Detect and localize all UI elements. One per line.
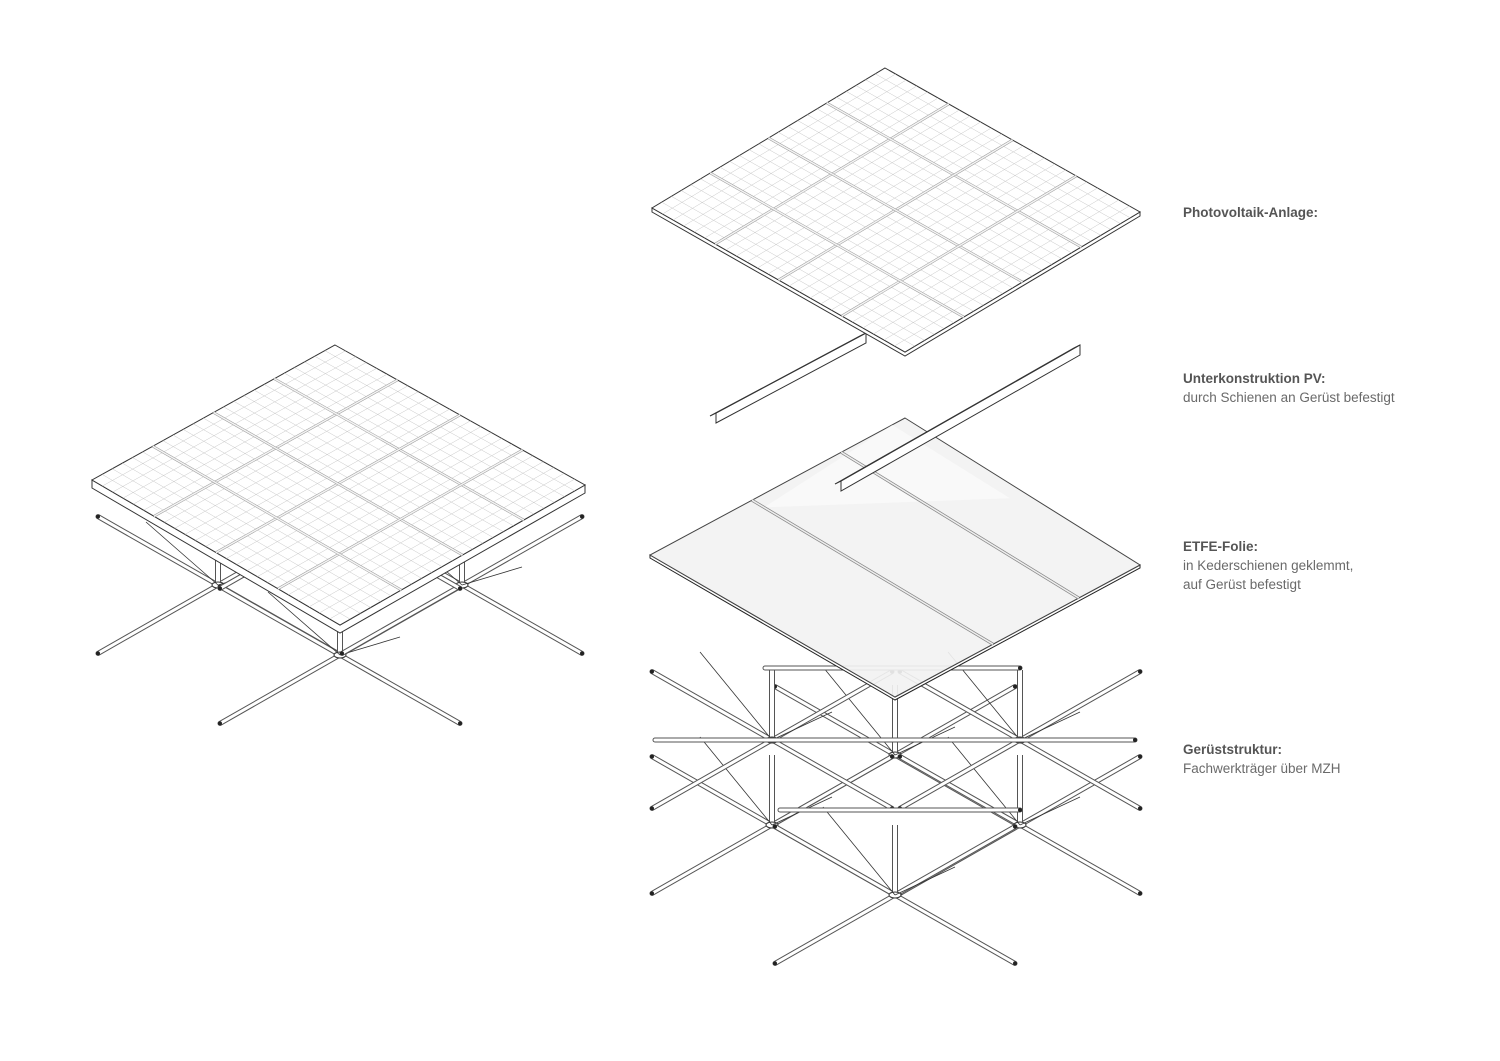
- module-frame-inner: [709, 172, 965, 318]
- scaffold-tube-inner: [650, 755, 774, 827]
- photovoltaic-layer: [651, 67, 1141, 357]
- tube-end: [458, 721, 462, 726]
- scaffold-tube-inner: [893, 893, 1017, 965]
- diagonal-brace: [822, 806, 896, 896]
- tube-end: [898, 754, 902, 759]
- diagonal-brace: [699, 651, 773, 741]
- diagonal-brace: [699, 736, 773, 826]
- tube-end: [96, 651, 100, 656]
- scaffold-tube-inner: [650, 670, 774, 742]
- tube-end: [1138, 669, 1142, 674]
- scaffold-tube-inner: [338, 653, 462, 725]
- scaffold-tube-inner: [893, 825, 1017, 897]
- tube-end: [773, 824, 777, 829]
- pv-rail: [715, 332, 867, 424]
- legend-title: ETFE-Folie:: [1183, 539, 1258, 554]
- pv-rail-top: [709, 332, 867, 417]
- module-frame-inner: [213, 411, 463, 556]
- legend-title: Photovoltaik-Anlage:: [1183, 205, 1319, 220]
- tube-end: [96, 514, 100, 519]
- scaffold-tube-inner: [650, 738, 774, 810]
- legend-description: in Kederschienen geklemmt,: [1183, 558, 1354, 573]
- pv-rail-top: [834, 344, 1081, 485]
- scaffold-tube-inner: [460, 515, 584, 587]
- tube-end: [340, 651, 344, 656]
- diagonal-brace: [339, 636, 401, 656]
- scaffold-tube-inner: [650, 823, 774, 895]
- scaffold-tube-inner: [773, 893, 897, 965]
- assembled-roof-structure: [90, 344, 587, 726]
- tube-end: [458, 586, 462, 591]
- tube-end: [218, 721, 222, 726]
- tube-end: [1133, 738, 1137, 742]
- tube-end: [1013, 961, 1017, 966]
- keder-rail-inner: [840, 451, 1080, 599]
- tube-end: [650, 891, 654, 896]
- diagonal-brace: [1019, 796, 1081, 826]
- scaffold-tube-inner: [773, 825, 897, 897]
- legend-title: Unterkonstruktion PV:: [1183, 371, 1326, 386]
- film-reflection: [764, 424, 1010, 508]
- legend-description: Fachwerkträger über MZH: [1183, 761, 1341, 776]
- module-frame-inner: [277, 449, 523, 590]
- tube-end: [580, 651, 584, 656]
- module-frame-inner: [768, 137, 1023, 283]
- scaffold-tube-inner: [340, 583, 464, 655]
- tube-end: [580, 514, 584, 519]
- pv-substructure-rails: [709, 332, 1081, 492]
- diagonal-brace: [461, 566, 523, 586]
- scaffold-tube-inner: [898, 755, 1022, 827]
- legend-description: auf Gerüst befestigt: [1183, 577, 1301, 592]
- scaffold-tube-inner: [1018, 755, 1142, 827]
- tube-end: [650, 806, 654, 811]
- legend-etfe: ETFE-Folie: in Kederschienen geklemmt, a…: [1183, 537, 1353, 594]
- legend-geruest: Gerüststruktur: Fachwerkträger über MZH: [1183, 740, 1341, 778]
- keder-rail-inner: [751, 499, 994, 645]
- tube-end: [218, 586, 222, 591]
- tube-end: [1013, 684, 1017, 689]
- scaffold-tube-inner: [1018, 738, 1142, 810]
- scaffold-tube-inner: [770, 755, 894, 827]
- diagonal-brace: [267, 591, 341, 656]
- module-frame-inner: [152, 445, 402, 591]
- tube-end: [1018, 666, 1022, 670]
- tube-end: [1138, 754, 1142, 759]
- etfe-film: [648, 417, 1141, 698]
- tube-end: [650, 754, 654, 759]
- scaffold-tube-inner: [96, 515, 220, 587]
- scaffold-structure-layer: [649, 651, 1143, 966]
- diagonal-brace: [771, 711, 833, 741]
- legend-title: Gerüststruktur:: [1183, 742, 1283, 757]
- legend-photovoltaik: Photovoltaik-Anlage:: [1183, 203, 1318, 222]
- scaffold-tube-inner: [218, 653, 342, 725]
- module-frame-inner: [841, 175, 1077, 317]
- legend-description: durch Schienen an Gerüst befestigt: [1183, 390, 1395, 405]
- diagonal-brace: [894, 866, 956, 896]
- diagonal-brace: [145, 521, 219, 586]
- tube-end: [890, 754, 894, 759]
- tube-end: [1138, 806, 1142, 811]
- scaffold-tube-inner: [218, 585, 342, 657]
- legend-unterkonstruktion: Unterkonstruktion PV: durch Schienen an …: [1183, 369, 1395, 407]
- etfe-film-layer: [648, 417, 1141, 701]
- scaffold-tube-inner: [893, 685, 1017, 757]
- scaffold-tube-inner: [460, 583, 584, 655]
- scaffold-tube-inner: [96, 583, 220, 655]
- scaffold-tube-inner: [773, 685, 897, 757]
- tube-end: [1138, 891, 1142, 896]
- scaffold-tube-inner: [1018, 823, 1142, 895]
- scaffold-tube-inner: [898, 738, 1022, 810]
- scaffold-tube-inner: [1018, 670, 1142, 742]
- tube-end: [650, 669, 654, 674]
- tube-end: [1013, 824, 1017, 829]
- scaffold-tube-inner: [770, 738, 894, 810]
- diagonal-brace: [1019, 711, 1081, 741]
- tube-end: [773, 961, 777, 966]
- tube-end: [1018, 808, 1022, 812]
